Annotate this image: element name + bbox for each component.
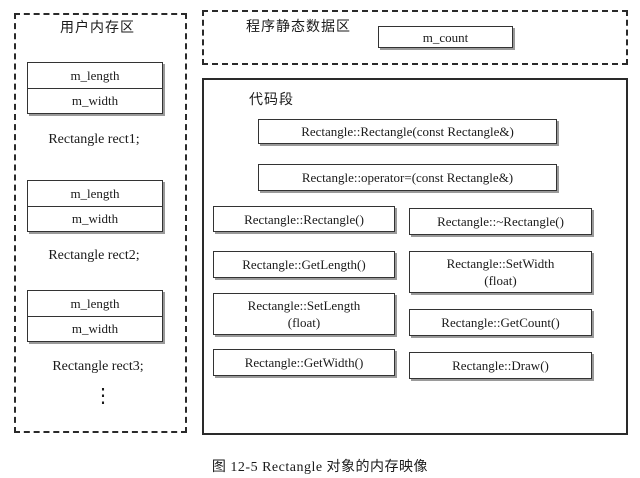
ellipsis: ⋮ [93, 385, 113, 407]
method-set-width: Rectangle::SetWidth (float) [409, 251, 592, 293]
method-default-constructor: Rectangle::Rectangle() [213, 206, 395, 232]
user-memory-region [14, 13, 187, 433]
user-memory-title: 用户内存区 [60, 21, 135, 36]
field-m-width: m_width [28, 206, 162, 231]
rect3-label: Rectangle rect3; [52, 359, 144, 374]
method-copy-constructor: Rectangle::Rectangle(const Rectangle&) [258, 119, 557, 144]
method-set-length: Rectangle::SetLength (float) [213, 293, 395, 335]
field-m-length: m_length [70, 295, 120, 311]
rect1-fields: m_length m_width [27, 62, 163, 114]
rect2-fields: m_length m_width [27, 180, 163, 232]
rect3-fields: m_length m_width [27, 290, 163, 342]
rect2-label: Rectangle rect2; [48, 248, 140, 263]
m-count-box: m_count [378, 26, 513, 48]
field-m-length: m_length [70, 67, 120, 83]
static-data-title: 程序静态数据区 [246, 20, 351, 35]
figure-caption: 图 12-5 Rectangle 对象的内存映像 [211, 460, 429, 475]
static-data-region [202, 10, 628, 65]
code-segment-region [202, 78, 628, 435]
field-m-width: m_width [28, 88, 162, 113]
method-destructor: Rectangle::~Rectangle() [409, 208, 592, 235]
method-get-width: Rectangle::GetWidth() [213, 349, 395, 376]
rect1-label: Rectangle rect1; [48, 132, 140, 147]
method-draw: Rectangle::Draw() [409, 352, 592, 379]
code-segment-title: 代码段 [249, 93, 294, 108]
method-get-length: Rectangle::GetLength() [213, 251, 395, 278]
method-get-count: Rectangle::GetCount() [409, 309, 592, 336]
field-m-length: m_length [70, 185, 120, 201]
method-assignment-operator: Rectangle::operator=(const Rectangle&) [258, 164, 557, 191]
field-m-width: m_width [28, 316, 162, 341]
